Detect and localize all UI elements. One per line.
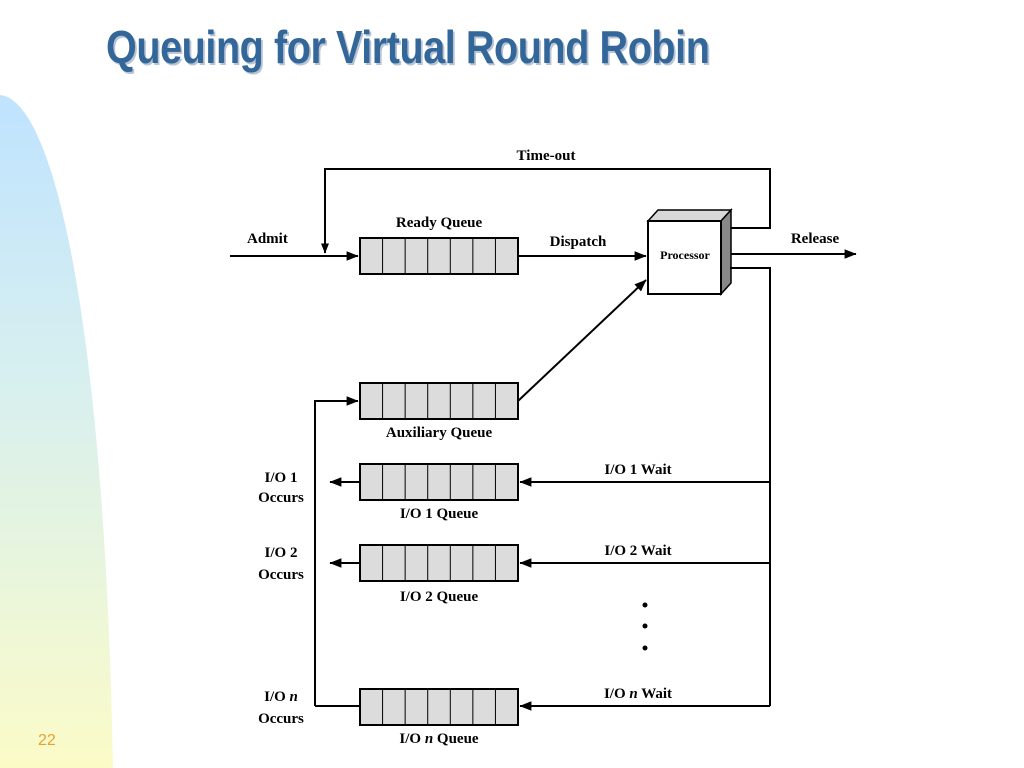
processor-label: Processor — [660, 248, 710, 262]
io2-queue-label: I/O 2 Queue — [400, 589, 479, 605]
admit-label: Admit — [247, 231, 288, 247]
io2-occurs-line1: I/O 2 — [265, 545, 298, 561]
io2-queue — [359, 544, 519, 582]
dispatch-label: Dispatch — [550, 234, 607, 250]
ready-queue-label: Ready Queue — [396, 215, 483, 231]
auxiliary-to-processor-arrow — [517, 279, 647, 402]
io2-occurs-line2: Occurs — [258, 567, 304, 583]
timeout-label: Time-out — [517, 148, 576, 164]
io-wait-bus — [730, 267, 771, 706]
ready-queue — [359, 237, 519, 275]
slide-title: Queuing for Virtual Round Robin — [106, 21, 710, 73]
ion-queue — [359, 688, 519, 726]
slide-number: 22 — [38, 732, 56, 749]
io1-queue — [359, 463, 519, 501]
io-occurs-bus — [314, 396, 359, 706]
release-label: Release — [791, 231, 840, 247]
io1-occurs-line2: Occurs — [258, 490, 304, 506]
decorative-side-shape — [0, 95, 113, 768]
ion-queue-label: I/O n Queue — [399, 731, 479, 747]
io1-queue-label: I/O 1 Queue — [400, 506, 479, 522]
ion-occurs-line1: I/O n — [264, 689, 298, 705]
io2-wait-label: I/O 2 Wait — [604, 543, 671, 559]
auxiliary-queue — [359, 382, 519, 420]
ion-wait-label: I/O n Wait — [604, 686, 672, 702]
io1-occurs-line1: I/O 1 — [265, 470, 298, 486]
auxiliary-queue-label: Auxiliary Queue — [386, 425, 493, 441]
ion-occurs-line2: Occurs — [258, 711, 304, 727]
io1-wait-label: I/O 1 Wait — [604, 462, 671, 478]
ellipsis-dots — [642, 602, 648, 651]
processor-block: Processor — [646, 208, 733, 296]
timeout-loop-line — [321, 168, 771, 254]
